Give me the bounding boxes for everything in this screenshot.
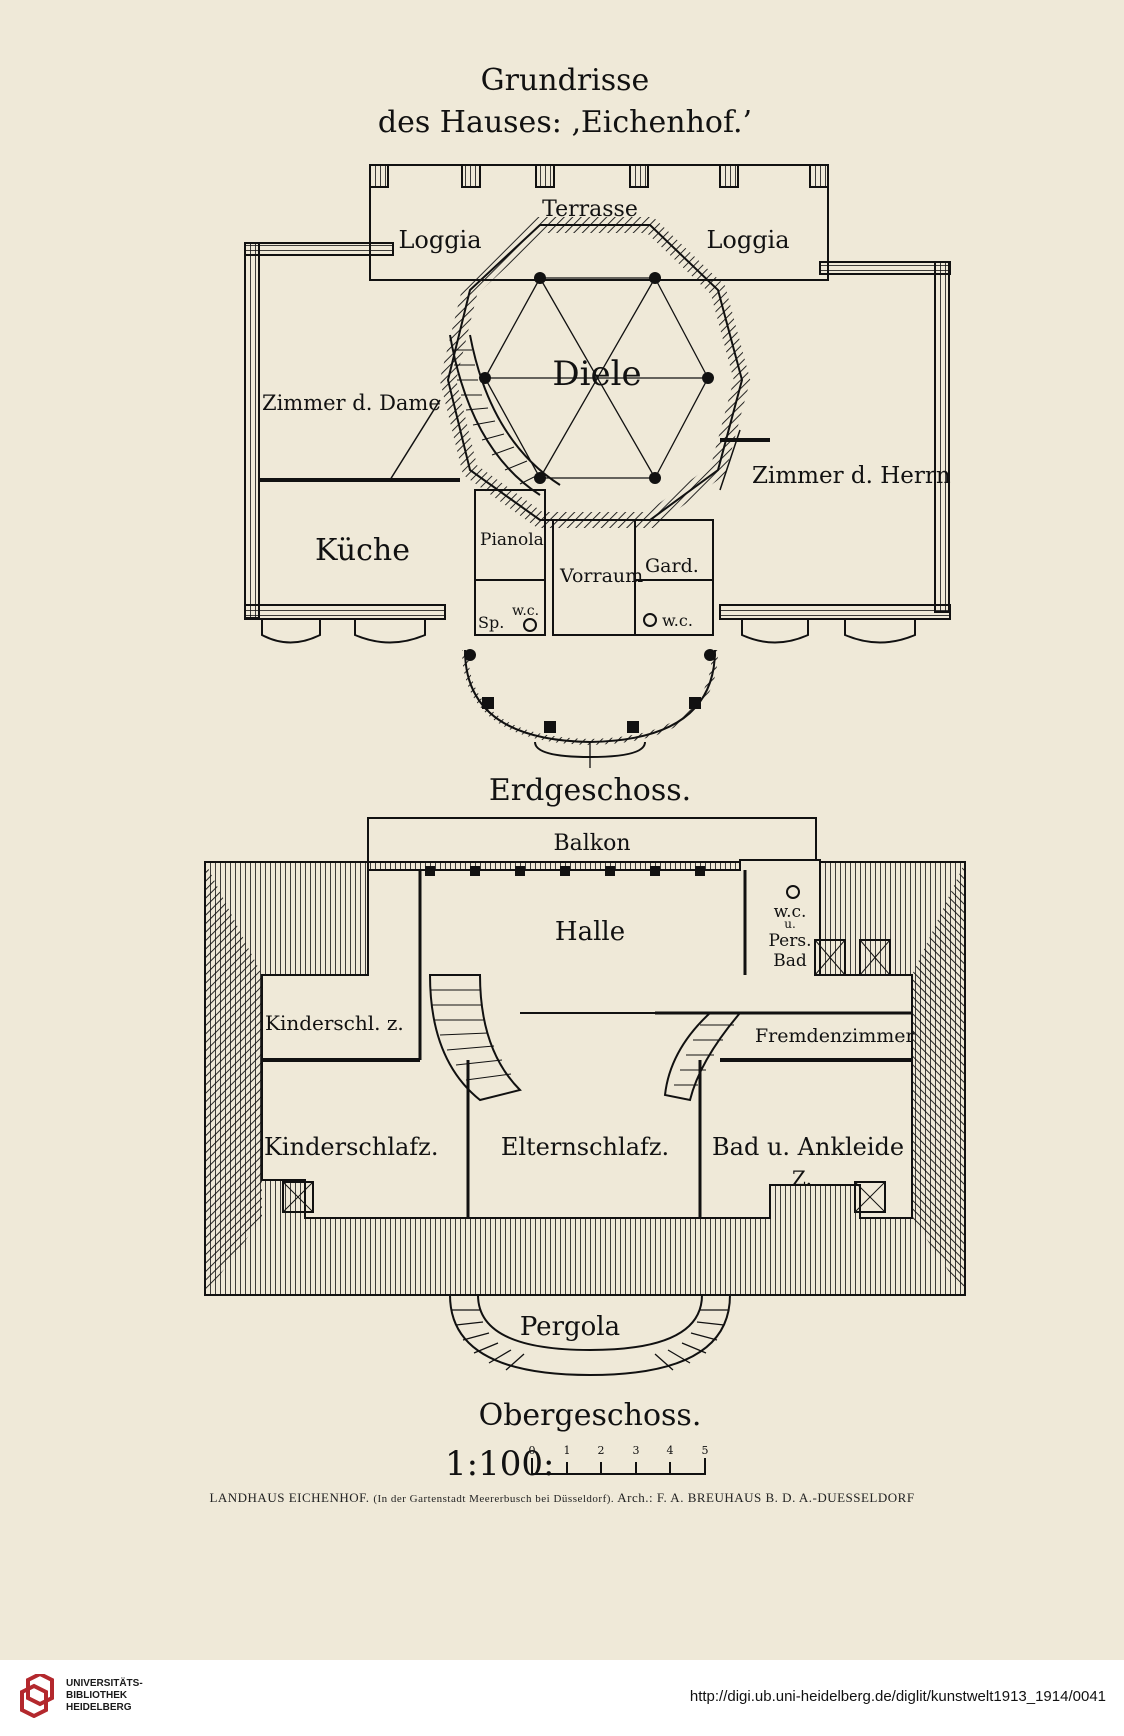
ground-floor-plan — [244, 164, 951, 768]
label-kinderschl-z: Kinderschl. z. — [265, 1011, 404, 1035]
label-halle: Halle — [555, 917, 625, 947]
scale-tick-5: 5 — [702, 1444, 709, 1457]
label-wc-left: w.c. — [512, 603, 539, 619]
label-kinderschlafz: Kinderschlafz. — [264, 1133, 438, 1161]
library-name: UNIVERSITÄTS- BIBLIOTHEK HEIDELBERG — [66, 1678, 143, 1714]
label-u: u. — [784, 917, 796, 931]
label-wc: w.c. — [774, 902, 807, 922]
caption-main: LANDHAUS EICHENHOF. — [209, 1490, 370, 1505]
scale-tick-2: 2 — [598, 1444, 605, 1457]
scale-tick-0: 0 — [529, 1444, 536, 1457]
label-loggia-right: Loggia — [706, 226, 789, 254]
label-gard: Gard. — [645, 555, 699, 577]
scale-bar: 1:100: 0 1 2 3 4 5 — [445, 1444, 709, 1484]
label-bad: Bad — [773, 951, 807, 971]
library-name-line1: UNIVERSITÄTS- — [66, 1678, 143, 1689]
label-terrasse: Terrasse — [542, 197, 638, 222]
library-name-line2: BIBLIOTHEK — [66, 1690, 128, 1701]
library-name-line3: HEIDELBERG — [66, 1702, 132, 1713]
label-fremdenzimmer: Fremdenzimmer — [755, 1025, 916, 1047]
label-vorraum: Vorraum — [559, 565, 643, 587]
label-zimmer-herrn: Zimmer d. Herrn — [752, 463, 951, 489]
scale-label: 1:100: — [445, 1444, 554, 1484]
library-logo-icon — [20, 1674, 54, 1718]
ground-floor-labels: Terrasse Loggia Loggia Diele Zimmer d. D… — [262, 197, 951, 632]
label-bad-ankleide-2: Z. — [792, 1166, 812, 1190]
upper-floor-plan — [204, 817, 966, 1377]
label-loggia-left: Loggia — [398, 226, 481, 254]
scale-tick-4: 4 — [667, 1444, 674, 1457]
upper-floor-heading: Obergeschoss. — [479, 1398, 702, 1433]
caption-architect: Arch.: F. A. BREUHAUS B. D. A.-DUESSELDO… — [617, 1490, 915, 1505]
label-zimmer-dame: Zimmer d. Dame — [262, 391, 441, 415]
label-balkon: Balkon — [553, 831, 630, 856]
library-footer: UNIVERSITÄTS- BIBLIOTHEK HEIDELBERG http… — [0, 1660, 1124, 1736]
scale-tick-1: 1 — [564, 1444, 571, 1457]
plan-title-line2: des Hauses: ‚Eichenhof.’ — [378, 105, 752, 140]
plan-title-line1: Grundrisse — [481, 63, 650, 98]
label-bad-ankleide-1: Bad u. Ankleide — [712, 1133, 904, 1161]
floor-plan-drawing: Grundrisse des Hauses: ‚Eichenhof.’ — [204, 63, 966, 1484]
label-sp: Sp. — [478, 613, 504, 632]
ground-floor-heading: Erdgeschoss. — [489, 773, 691, 808]
plate-caption: LANDHAUS EICHENHOF. (In der Gartenstadt … — [0, 1490, 1124, 1506]
label-pergola: Pergola — [520, 1312, 620, 1342]
permalink-url[interactable]: http://digi.ub.uni-heidelberg.de/diglit/… — [689, 1688, 1106, 1705]
label-pianola: Pianola — [480, 530, 544, 550]
scale-tick-3: 3 — [633, 1444, 640, 1457]
label-kueche: Küche — [315, 533, 410, 568]
label-pers: Pers. — [769, 931, 812, 951]
caption-location: (In der Gartenstadt Meererbusch bei Düss… — [373, 1493, 615, 1505]
label-diele: Diele — [552, 354, 641, 394]
label-wc-right: w.c. — [662, 611, 693, 630]
upper-floor-labels: Balkon Halle w.c. u. Pers. Bad Kindersch… — [264, 831, 916, 1342]
label-elternschlafz: Elternschlafz. — [501, 1133, 669, 1161]
